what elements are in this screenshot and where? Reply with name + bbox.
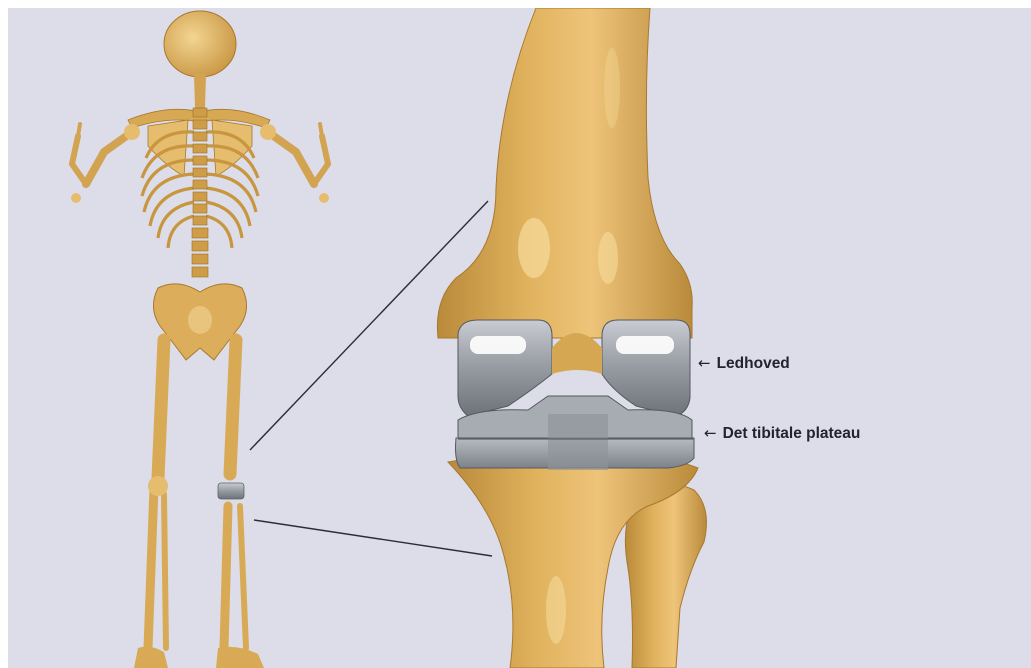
femur [437,8,692,338]
right-arm [268,124,328,184]
illustration-canvas: ← Ledhoved ← Det tibitale plateau [8,8,1031,668]
femoral-component-left [458,320,552,416]
arrow-left-icon: ← [704,424,717,442]
knee-joint-closeup [437,8,706,668]
tibial-plateau-label-text: Det tibitale plateau [723,425,861,442]
small-knee-implant [218,483,244,499]
spine [192,108,208,277]
condyle-label-text: Ledhoved [717,355,790,372]
skull [164,11,236,77]
skeleton-figure [71,11,329,668]
tibial-plateau-label: ← Det tibitale plateau [704,424,860,443]
arrow-left-icon: ← [698,354,711,372]
left-arm [72,124,132,184]
knee-implant-illustration [8,8,1031,668]
condyle-label: ← Ledhoved [698,354,790,373]
zoom-indicator-lines [250,201,492,556]
